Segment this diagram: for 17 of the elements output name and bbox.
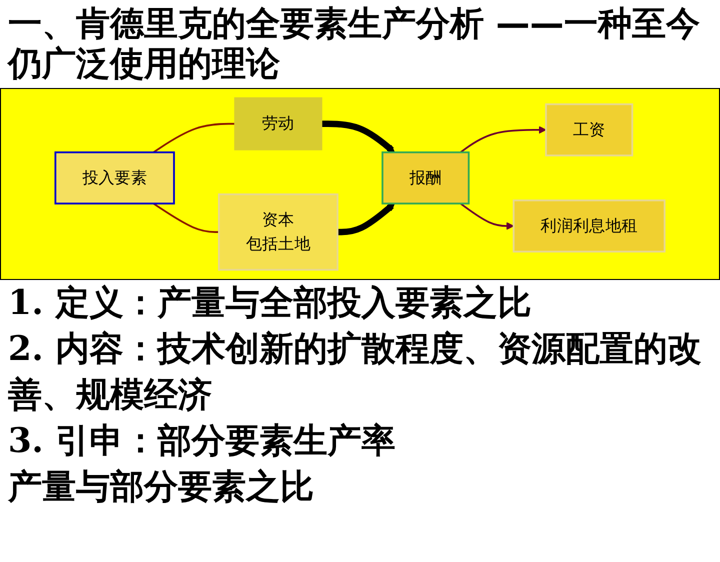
node-box: 资本 包括土地	[218, 193, 338, 271]
node-box: 劳动	[234, 97, 322, 150]
connector	[152, 202, 219, 233]
text-line: 1. 定义：产量与全部投入要素之比	[8, 282, 532, 325]
node-box: 投入要素	[54, 151, 175, 204]
node-box: 报酬	[382, 151, 470, 204]
arrow	[460, 126, 546, 154]
arrow	[460, 202, 514, 230]
node-box: 利润利息地租	[512, 200, 666, 253]
arrow	[321, 120, 395, 153]
title: 一、肯德里克的全要素生产分析 ——一种至今仍广泛使用的理论	[8, 4, 701, 84]
text-line: 2. 内容：技术创新的扩散程度、资源配置的改善、规模经济	[8, 328, 702, 417]
arrow	[338, 203, 395, 236]
text-line: 3. 引申：部分要素生产率	[8, 420, 396, 463]
node-box: 工资	[545, 103, 634, 156]
text-line: 产量与部分要素之比	[8, 466, 315, 509]
connector	[152, 122, 236, 154]
